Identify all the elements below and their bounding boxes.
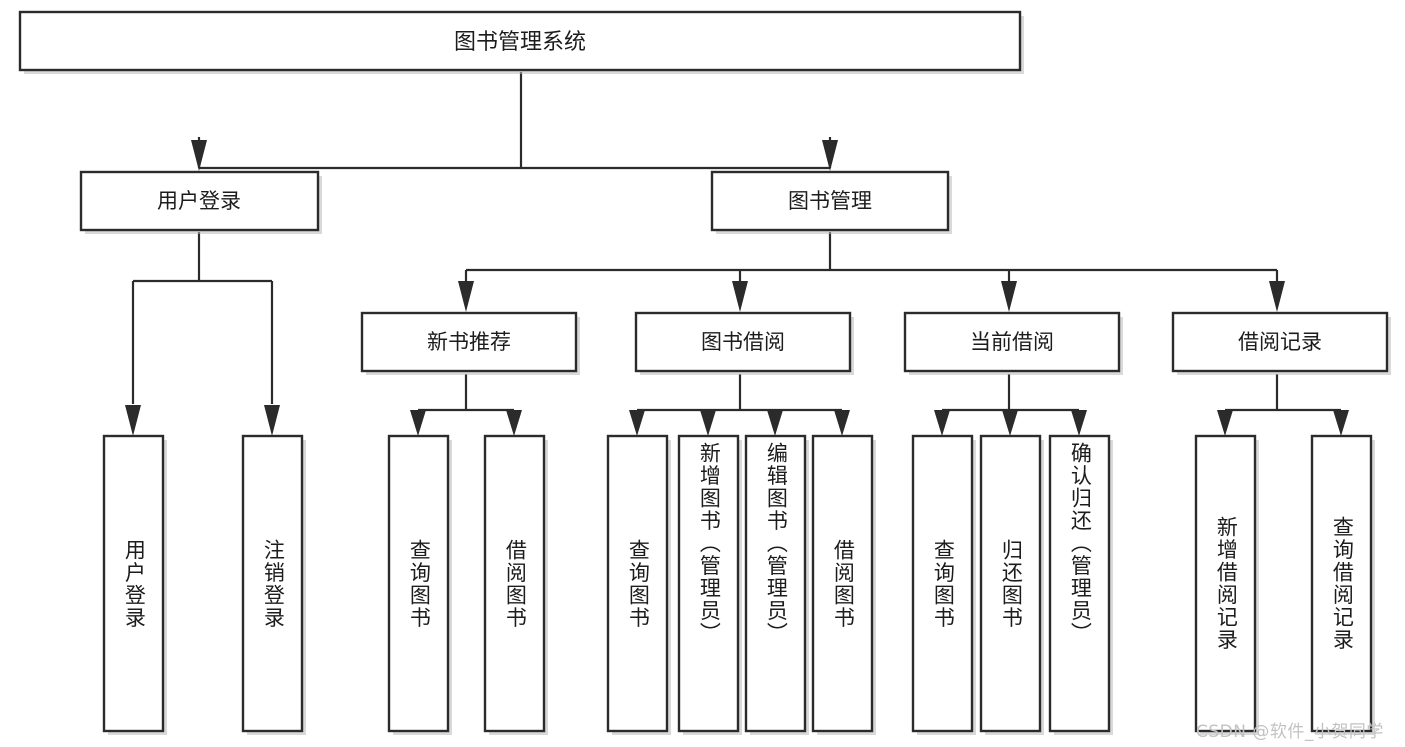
new-book-recommend-node-box[interactable] [360, 311, 578, 373]
leaf-edit-book-box[interactable] [744, 434, 807, 733]
new-book-recommend-node-label: 新书推荐 [427, 330, 511, 354]
title-node-label: 图书管理系统 [454, 30, 586, 55]
node-layer: 图书管理系统 用户登录 图书管理 新书推荐 图书借阅 当前借阅 [18, 10, 1391, 735]
current-borrow-node-label: 当前借阅 [970, 330, 1054, 354]
arrowhead-leaf-query-book-1 [410, 410, 426, 436]
arrowhead-leaf-user-login [125, 405, 141, 436]
book-manage-node-box[interactable] [710, 170, 950, 232]
book-manage-node-label: 图书管理 [788, 189, 872, 213]
leaf-logout-login-box[interactable] [241, 434, 304, 733]
arrowhead-leaf-query-book-3 [934, 410, 950, 436]
arrowhead-leaf-return-book [1002, 410, 1018, 436]
arrowhead-borrowrecord [1269, 281, 1285, 312]
leaf-confirm-return-box[interactable] [1048, 434, 1111, 733]
book-borrow-node-label: 图书借阅 [701, 330, 785, 354]
connector-layer [125, 72, 1349, 436]
leaf-add-record-box[interactable] [1194, 434, 1257, 733]
user-login-node-label: 用户登录 [157, 189, 241, 213]
arrowhead-leaf-confirm-return [1071, 410, 1087, 436]
arrowhead-leaf-borrow-book-1 [506, 410, 522, 436]
leaf-return-book-box[interactable] [979, 434, 1042, 733]
arrowhead-bookmanage [822, 140, 838, 171]
csdn-watermark: CSDN @软件_小贺同学 [1196, 722, 1384, 742]
book-borrow-node-box[interactable] [634, 311, 852, 373]
title-node-box[interactable] [18, 10, 1022, 72]
arrowhead-currentborrow [1001, 281, 1017, 312]
borrow-record-node-label: 借阅记录 [1238, 330, 1322, 354]
leaf-query-book-1-box[interactable] [387, 434, 450, 733]
arrowhead-leaf-logout-login [264, 405, 280, 436]
arrowhead-bookborrow [732, 281, 748, 312]
leaf-query-book-2-box[interactable] [606, 434, 669, 733]
arrowhead-leaf-borrow-book-2 [834, 410, 850, 436]
arrowhead-userlogin [191, 140, 207, 171]
current-borrow-node-box[interactable] [903, 311, 1121, 373]
leaf-query-record-box[interactable] [1310, 434, 1373, 733]
user-login-node-box[interactable] [79, 170, 320, 232]
arrowhead-leaf-query-record [1333, 410, 1349, 436]
borrow-record-node-box[interactable] [1171, 311, 1389, 373]
leaf-borrow-book-2-box[interactable] [811, 434, 874, 733]
leaf-add-book-box[interactable] [677, 434, 740, 733]
arrowhead-leaf-add-book [700, 410, 716, 436]
arrowhead-leaf-edit-book [767, 410, 783, 436]
leaf-query-book-3-box[interactable] [911, 434, 974, 733]
arrowhead-newbook [458, 281, 474, 312]
leaf-borrow-book-1-box[interactable] [483, 434, 546, 733]
leaf-user-login-box[interactable] [102, 434, 165, 733]
arrowhead-leaf-query-book-2 [629, 410, 645, 436]
arrowhead-leaf-add-record [1217, 410, 1233, 436]
